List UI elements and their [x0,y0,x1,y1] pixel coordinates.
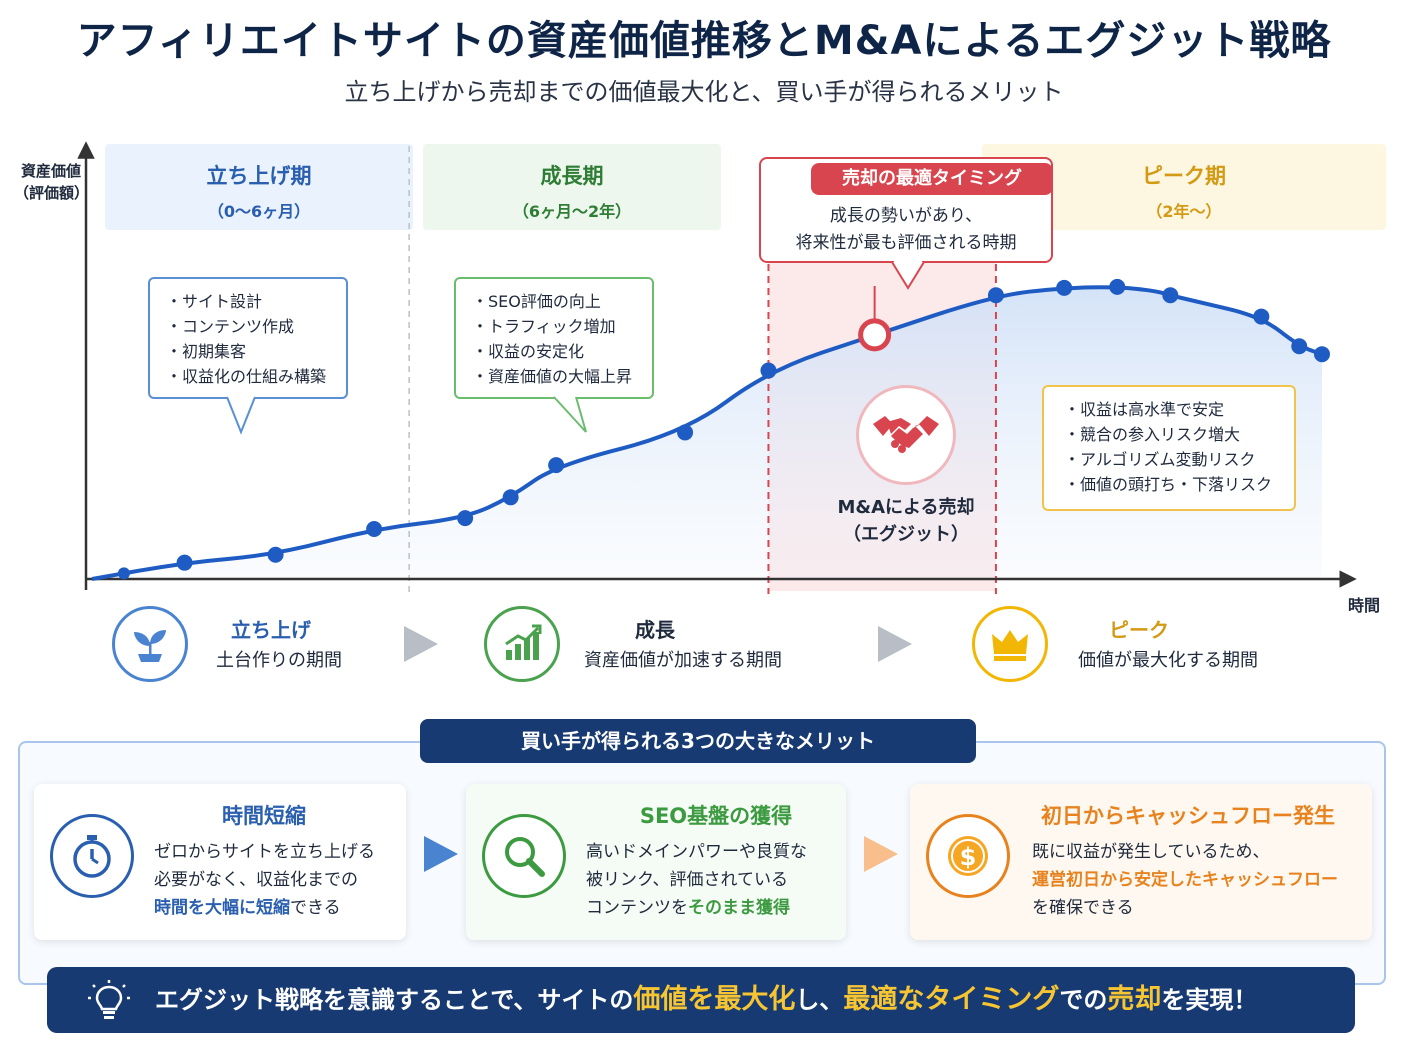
benefit-card-seo: SEO基盤の獲得 高いドメインパワーや良質な 被リンク、評価されている コンテン… [466,784,846,940]
benefit-body-seo: 高いドメインパワーや良質な 被リンク、評価されている コンテンツをそのまま獲得 [586,842,807,918]
growth-callout: ・SEO評価の向上 ・トラフィック増加 ・収益の安定化 ・資産価値の大幅上昇 [454,277,654,399]
data-point-16 [1314,346,1330,363]
stage-arrow-icon [404,626,438,662]
data-point-0 [117,567,130,580]
page-title: アフィリエイトサイトの資産価値推移とM&Aによるエグジット戦略 [76,18,1332,64]
optimal-timing-tail [891,260,925,290]
lightbulb-icon [88,980,130,1019]
list-item: ・アルゴリズム変動リスク [1064,450,1256,469]
growth-chart-icon [484,606,560,682]
list-item: ・トラフィック増加 [472,317,616,336]
dollar-coin-icon: $ [926,814,1010,898]
value-area [92,287,1322,579]
benefit-title-time: 時間短縮 [222,804,306,828]
handshake-icon [856,385,956,485]
stage-peak-desc: 価値が最大化する期間 [1078,650,1258,671]
conclusion-text: エグジット戦略を意識することで、サイトの価値を最大化し、最適なタイミングでの売却… [155,984,1258,1015]
phase-peak-name: ピーク期 [1142,164,1226,188]
benefit-arrow-icon [424,836,458,872]
list-item: ・収益は高水準で安定 [1064,400,1225,419]
y-axis-label: 資産価値 （評価額） [14,162,90,202]
benefit-title-cashflow: 初日からキャッシュフロー発生 [1041,804,1335,828]
list-item: ・収益化の仕組み構築 [166,367,327,386]
phase-startup-header: 立ち上げ期 （0〜6ヶ月） [105,144,413,230]
data-point-5 [502,489,519,506]
phase-peak-range: （2年〜） [1146,202,1222,221]
benefit-body-cashflow: 既に収益が発生しているため、 運営初日から安定したキャッシュフロー を確保できる [1032,842,1338,918]
conclusion-banner: エグジット戦略を意識することで、サイトの価値を最大化し、最適なタイミングでの売却… [47,967,1355,1033]
stage-growth-desc: 資産価値が加速する期間 [584,650,782,671]
data-point-13 [1162,287,1179,304]
stage-startup-name: 立ち上げ [231,618,311,642]
stopwatch-icon [50,814,134,898]
page-subtitle: 立ち上げから売却までの価値最大化と、買い手が得られるメリット [344,78,1064,106]
list-item: ・資産価値の大幅上昇 [472,367,633,386]
list-item: ・収益の安定化 [472,342,585,361]
list-item: ・コンテンツ作成 [166,317,295,336]
data-point-4 [457,510,474,527]
sprout-icon [112,606,188,682]
startup-callout-tail [226,396,256,435]
data-point-3 [366,520,383,537]
data-point-15 [1291,338,1308,355]
stage-peak-name: ピーク [1109,618,1169,642]
optimal-timing-tag: 売却の最適タイミング [811,163,1053,195]
data-point-12 [1109,278,1126,295]
phase-growth-header: 成長期 （6ヶ月〜2年） [423,144,721,230]
list-item: ・初期集客 [166,342,247,361]
optimal-timing-callout: 売却の最適タイミング 成長の勢いがあり、 将来性が最も評価される時期 [759,157,1053,263]
crown-icon [972,606,1048,682]
data-point-1 [176,554,193,571]
stage-startup-desc: 土台作りの期間 [216,650,342,671]
phase-startup-range: （0〜6ヶ月） [207,202,311,221]
benefit-card-time: 時間短縮 ゼロからサイトを立ち上げる 必要がなく、収益化までの 時間を大幅に短縮… [34,784,406,940]
data-point-6 [548,457,565,474]
benefit-arrow-icon [864,836,898,872]
data-point-2 [267,546,284,563]
optimal-sale-point [858,318,892,352]
stage-growth-name: 成長 [635,618,675,642]
data-point-8 [760,362,777,379]
benefit-body-time: ゼロからサイトを立ち上げる 必要がなく、収益化までの 時間を大幅に短縮できる [154,842,375,918]
list-item: ・価値の頭打ち・下落リスク [1064,475,1273,494]
x-axis-label: 時間 [1348,596,1381,615]
list-item: ・サイト設計 [166,292,263,311]
peak-callout: ・収益は高水準で安定 ・競合の参入リスク増大 ・アルゴリズム変動リスク ・価値の… [1042,385,1296,511]
list-item: ・SEO評価の向上 [472,292,601,311]
benefit-title-seo: SEO基盤の獲得 [639,804,793,828]
optimal-timing-description: 成長の勢いがあり、 将来性が最も評価される時期 [795,206,1017,253]
svg-text:$: $ [960,843,977,871]
startup-callout: ・サイト設計 ・コンテンツ作成 ・初期集客 ・収益化の仕組み構築 [148,277,348,399]
phase-growth-name: 成長期 [540,164,604,188]
data-point-14 [1253,308,1270,325]
phase-growth-range: （6ヶ月〜2年） [512,202,632,221]
benefits-header: 買い手が得られる3つの大きなメリット [420,719,976,763]
data-point-10 [987,287,1004,304]
list-item: ・競合の参入リスク増大 [1064,425,1241,444]
ma-exit-label: M&Aによる売却 （エグジット） [837,497,975,545]
stage-arrow-icon [878,626,912,662]
data-point-11 [1056,279,1073,296]
magnifier-icon [482,814,566,898]
benefit-card-cashflow: $ 初日からキャッシュフロー発生 既に収益が発生しているため、 運営初日から安定… [910,784,1372,940]
growth-callout-tail [553,396,587,433]
data-point-7 [677,424,694,441]
phase-startup-name: 立ち上げ期 [206,164,312,188]
